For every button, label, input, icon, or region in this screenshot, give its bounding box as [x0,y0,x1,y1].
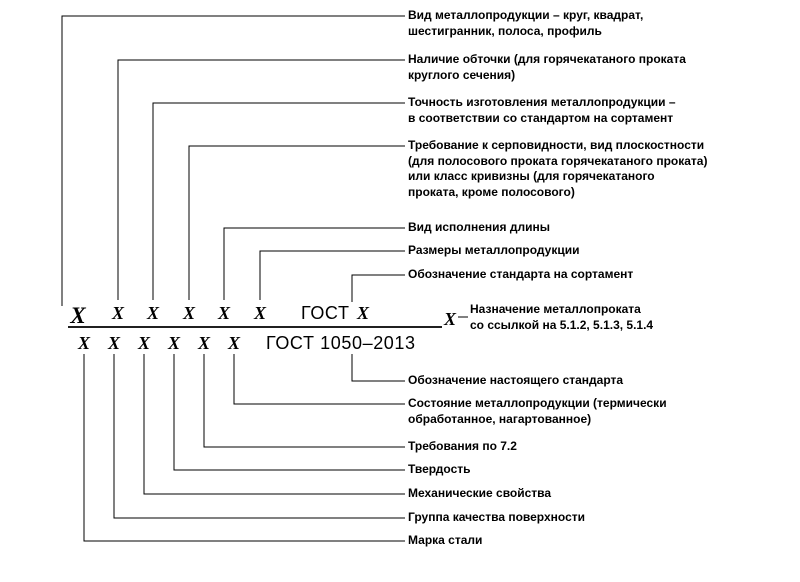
label-length-execution: Вид исполнения длины [408,220,550,236]
label-line: со ссылкой на 5.1.2, 5.1.3, 5.1.4 [470,317,654,332]
label-purpose: Назначение металлопроката со ссылкой на … [470,302,653,333]
x-curvature: X [182,303,196,323]
connector-curvature [188,145,405,300]
x-dimensions: X [253,303,267,323]
connector-turning [117,59,405,300]
connector-steel-grade [83,354,405,542]
label-requirements: Требования по 7.2 [408,439,517,455]
label-line: Вид исполнения длины [408,220,550,234]
x-requirements: X [197,333,211,353]
label-surface-quality: Группа качества поверхности [408,510,585,526]
label-sortament-standard: Обозначение стандарта на сортамент [408,267,633,283]
label-line: проката, кроме полосового) [408,184,575,199]
label-line: Размеры металлопродукции [408,243,580,257]
label-dimensions: Размеры металлопродукции [408,243,579,259]
connector-length-execution [223,227,405,300]
connector-accuracy [152,102,405,300]
x-length-execution: X [217,303,231,323]
label-standard-designation: Обозначение настоящего стандарта [408,373,623,389]
gost-sortament-text: ГОСТ [301,303,350,323]
label-hardness: Твердость [408,462,471,478]
gost-1050-text: ГОСТ 1050–2013 [266,333,416,353]
connector-hardness [173,354,405,471]
label-line: Марка стали [408,533,483,547]
x-hardness: X [167,333,181,353]
label-line: Группа качества поверхности [408,510,585,524]
x-accuracy: X [146,303,160,323]
label-line: Обозначение стандарта на сортамент [408,267,634,281]
x-sortament-standard: X [356,303,370,323]
label-curvature: Требование к серповидности, вид плоскост… [408,138,707,200]
label-line: Требования по 7.2 [408,439,517,453]
label-product-type: Вид металлопродукции – круг, квадрат, ше… [408,8,643,39]
x-turning: X [111,303,125,323]
label-line: круглого сечения) [408,67,516,82]
connector-sortament-standard [351,274,405,302]
label-line: Твердость [408,462,471,476]
x-purpose: X [443,309,457,329]
label-line: (для полосового проката горячекатаного п… [408,153,708,168]
label-line: Вид металлопродукции – круг, квадрат, [408,8,644,22]
label-mechanical-properties: Механические свойства [408,486,551,502]
connector-surface-quality [113,354,405,519]
label-line: Точность изготовления металлопродукции – [408,95,676,109]
label-turning: Наличие обточки (для горячекатаного прок… [408,52,686,83]
connector-mechanical-properties [143,354,405,495]
label-line: или класс кривизны (для горячекатаного [408,169,655,183]
connector-condition [233,354,405,405]
label-line: шестигранник, полоса, профиль [408,23,602,38]
x-mechanical-properties: X [137,333,151,353]
label-line: в соответствии со стандартом на сортамен… [408,110,674,125]
label-line: Требование к серповидности, вид плоскост… [408,138,705,152]
x-condition: X [227,333,241,353]
label-line: Механические свойства [408,486,552,500]
label-accuracy: Точность изготовления металлопродукции –… [408,95,676,126]
label-line: Наличие обточки (для горячекатаного прок… [408,52,686,66]
label-line: Состояние металлопродукции (термически [408,396,667,410]
x-steel-grade: X [77,333,91,353]
connector-requirements [203,354,405,448]
label-line: Обозначение настоящего стандарта [408,373,624,387]
connector-dimensions [259,250,405,300]
label-condition: Состояние металлопродукции (термически о… [408,396,667,427]
x-product-type: X [70,303,86,328]
connector-product-type [61,15,405,306]
label-line: обработанное, нагартованное) [408,411,592,426]
label-steel-grade: Марка стали [408,533,482,549]
label-line: Назначение металлопроката [470,302,641,316]
x-surface-quality: X [107,333,121,353]
connector-standard-designation [351,354,405,382]
